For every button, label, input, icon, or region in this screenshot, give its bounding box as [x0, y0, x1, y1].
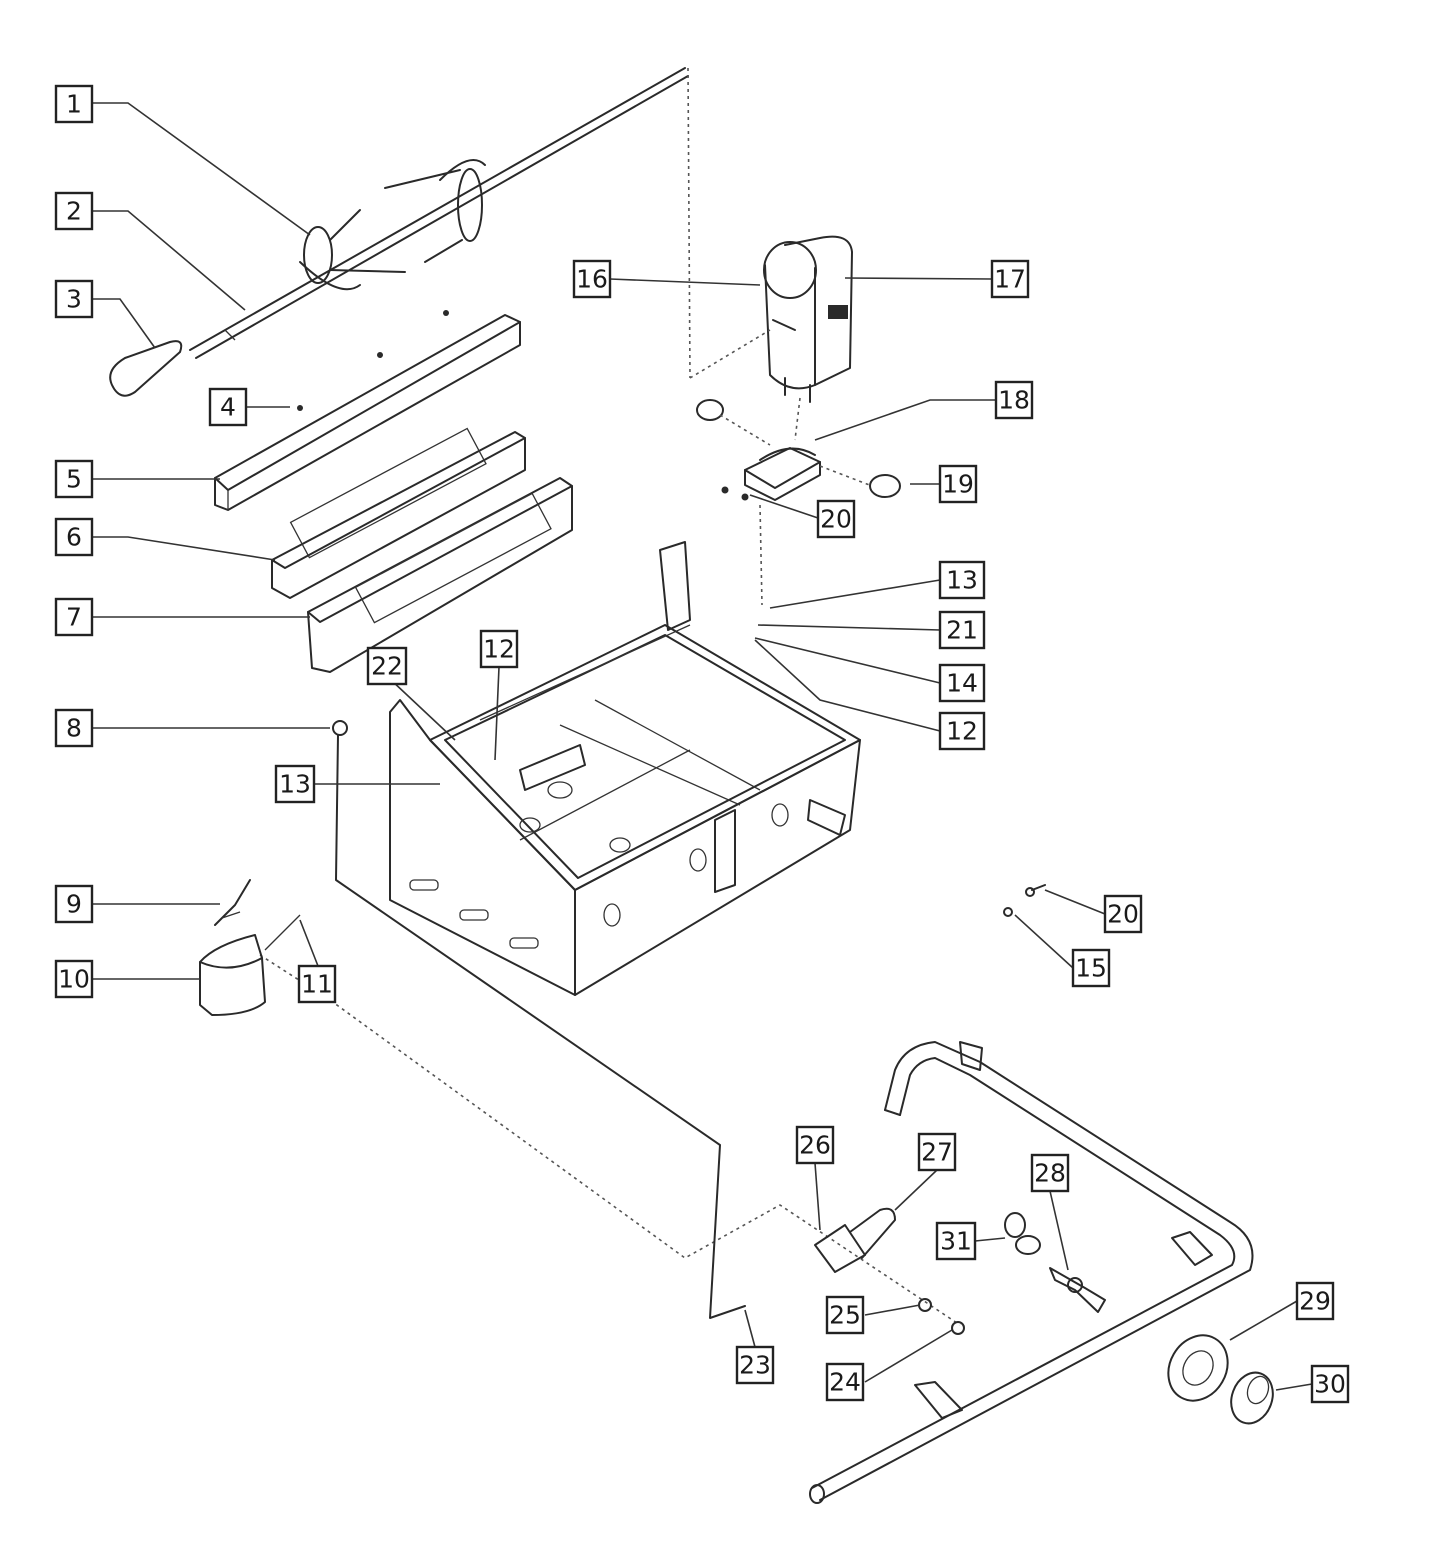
leader-lines: [92, 102, 1313, 1391]
screws: [297, 310, 449, 411]
svg-text:25: 25: [829, 1301, 861, 1330]
callout-25: 25: [825, 1295, 865, 1335]
svg-text:13: 13: [279, 770, 311, 799]
svg-text:2: 2: [66, 197, 82, 226]
callout-20-bracket: 20: [816, 499, 856, 539]
regulator: [1049, 1267, 1106, 1313]
callout-11: 11: [297, 964, 337, 1004]
svg-text:29: 29: [1299, 1287, 1331, 1316]
callout-9: 9: [54, 884, 94, 924]
svg-text:12: 12: [946, 717, 978, 746]
callout-21: 21: [938, 610, 986, 650]
control-bezel: [1167, 1334, 1229, 1402]
spit-rod: [189, 67, 689, 359]
bracket-screws: [721, 486, 749, 501]
svg-text:23: 23: [739, 1351, 771, 1380]
callout-8: 8: [54, 708, 94, 748]
spit-forks: [299, 159, 486, 291]
svg-text:12: 12: [483, 635, 515, 664]
svg-text:5: 5: [66, 465, 82, 494]
svg-text:1: 1: [66, 90, 82, 119]
callout-2: 2: [54, 191, 94, 231]
callout-1: 1: [54, 84, 94, 124]
callout-20-right: 20: [1103, 894, 1143, 934]
svg-text:14: 14: [946, 669, 978, 698]
bracket-knobs: [696, 399, 901, 498]
callout-19: 19: [938, 464, 978, 504]
callout-17: 17: [990, 259, 1030, 299]
callout-18: 18: [994, 380, 1034, 420]
svg-text:11: 11: [301, 970, 333, 999]
callout-29: 29: [1295, 1281, 1335, 1321]
callout-6: 6: [54, 517, 94, 557]
svg-text:6: 6: [66, 523, 82, 552]
spit-handle: [109, 340, 183, 397]
callout-26: 26: [795, 1125, 835, 1165]
callout-15: 15: [1071, 948, 1111, 988]
callout-14: 14: [938, 663, 986, 703]
svg-text:8: 8: [66, 714, 82, 743]
callout-12-right: 12: [938, 711, 986, 751]
svg-text:4: 4: [220, 393, 236, 422]
motor-bracket: [744, 447, 821, 501]
callout-27: 27: [917, 1132, 957, 1172]
svg-text:3: 3: [66, 285, 82, 314]
grill-firebox: [389, 541, 861, 996]
callout-22: 22: [366, 646, 408, 686]
svg-text:7: 7: [66, 603, 82, 632]
svg-text:21: 21: [946, 616, 978, 645]
control-knob: [1230, 1371, 1274, 1425]
burner-housing: [307, 477, 573, 673]
screw-and-washer: [1003, 884, 1046, 917]
svg-text:15: 15: [1075, 954, 1107, 983]
svg-text:31: 31: [940, 1227, 972, 1256]
callout-28: 28: [1030, 1153, 1070, 1193]
callout-30: 30: [1310, 1364, 1350, 1404]
callout-7: 7: [54, 597, 94, 637]
igniter-box: [199, 914, 301, 1016]
svg-text:9: 9: [66, 890, 82, 919]
callout-3: 3: [54, 279, 94, 319]
callout-16: 16: [572, 259, 612, 299]
assembly-guide-lines: [259, 67, 961, 1326]
svg-text:28: 28: [1034, 1159, 1066, 1188]
frame-tube: [809, 1041, 1254, 1504]
callout-13-right: 13: [938, 560, 986, 600]
callout-5: 5: [54, 459, 94, 499]
callout-23: 23: [735, 1345, 775, 1385]
svg-text:27: 27: [921, 1138, 953, 1167]
svg-text:24: 24: [829, 1368, 861, 1397]
svg-text:30: 30: [1314, 1370, 1346, 1399]
callout-12-top: 12: [479, 629, 519, 669]
svg-text:16: 16: [576, 265, 608, 294]
callout-4: 4: [208, 387, 248, 427]
svg-text:13: 13: [946, 566, 978, 595]
svg-text:18: 18: [998, 386, 1030, 415]
callout-31: 31: [935, 1221, 977, 1261]
callout-24: 24: [825, 1362, 865, 1402]
hose-fitting: [1004, 1212, 1041, 1255]
svg-text:20: 20: [1107, 900, 1139, 929]
svg-text:10: 10: [58, 965, 90, 994]
callout-13-left: 13: [274, 764, 316, 804]
gas-valve: [814, 1207, 896, 1273]
nuts: [918, 1298, 965, 1335]
svg-text:17: 17: [994, 265, 1026, 294]
svg-text:22: 22: [371, 652, 403, 681]
rotisserie-motor: [763, 235, 853, 403]
heat-shield-bar: [214, 314, 521, 511]
svg-text:19: 19: [942, 470, 974, 499]
callout-10: 10: [54, 959, 94, 999]
igniter-wire: [332, 720, 746, 1319]
burner-box: [271, 427, 526, 599]
igniter-clip: [214, 879, 251, 926]
svg-text:20: 20: [820, 505, 852, 534]
svg-text:26: 26: [799, 1131, 831, 1160]
